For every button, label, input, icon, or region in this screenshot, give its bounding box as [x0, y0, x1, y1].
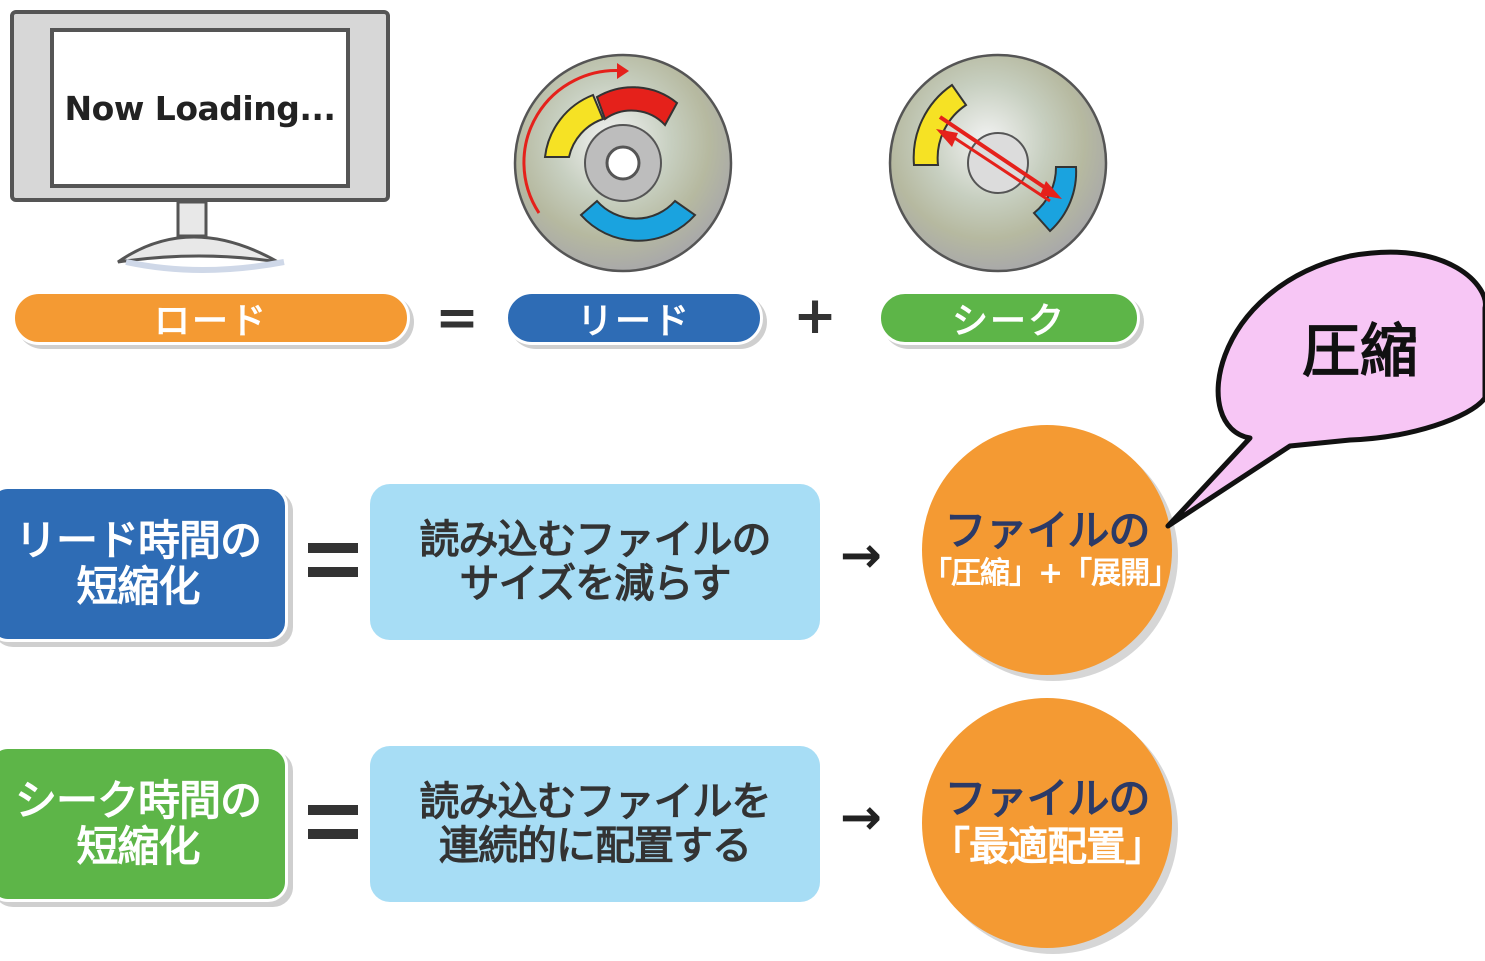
read-description: 読み込むファイルの サイズを減らす [370, 484, 820, 640]
callout-bubble [1165, 249, 1485, 529]
load-pill: ロード [12, 291, 410, 345]
seek-description: 読み込むファイルを 連続的に配置する [370, 746, 820, 902]
seek-result-bottom: 「最適配置」 [930, 824, 1165, 870]
read-pill: リード [505, 291, 763, 345]
read-result-bottom: 「圧縮」+「展開」 [922, 556, 1179, 591]
row1-arrow: → [840, 526, 882, 584]
row2-arrow: → [840, 788, 882, 846]
disc-read-icon [513, 53, 733, 273]
read-time-label: リード時間の 短縮化 [0, 486, 288, 642]
monitor-screen-text: Now Loading... [50, 28, 350, 188]
plus-sign: + [793, 286, 837, 346]
seek-result-circle: ファイルの 「最適配置」 [922, 698, 1172, 948]
monitor: Now Loading... [0, 0, 420, 280]
callout-text: 圧縮 [1301, 317, 1418, 385]
read-result-top: ファイルの [944, 506, 1150, 555]
monitor-frame: Now Loading... [10, 10, 390, 202]
equals-sign: = [435, 288, 479, 348]
monitor-stand-icon [117, 200, 285, 273]
seek-time-label: シーク時間の 短縮化 [0, 746, 288, 902]
read-result-circle: ファイルの 「圧縮」+「展開」 [922, 425, 1179, 675]
seek-result-top: ファイルの [944, 774, 1150, 823]
seek-pill: シーク [878, 291, 1140, 345]
row1-equals-icon [308, 543, 358, 583]
row2-equals-icon [308, 805, 358, 845]
disc-seek-icon [888, 53, 1108, 273]
